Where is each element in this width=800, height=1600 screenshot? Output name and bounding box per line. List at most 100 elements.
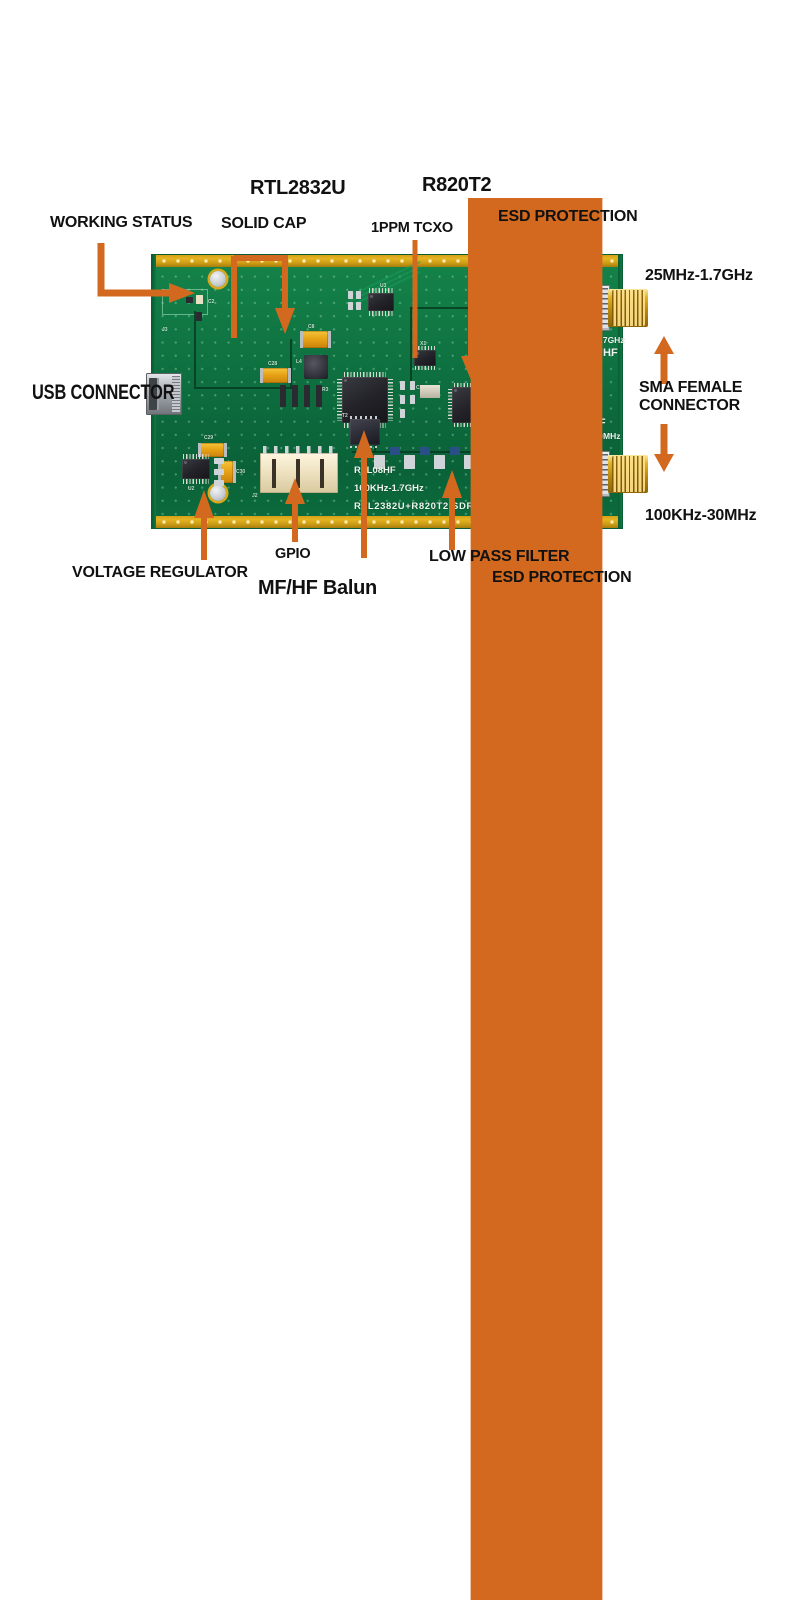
chip-rtl2832u [342,377,388,423]
gpio-slot-3 [320,459,324,488]
vreg-passive-1 [214,458,224,464]
label-vhf-frequency-range: 25MHz-1.7GHz [645,267,753,284]
passive-near-u3-2 [348,302,353,310]
label-gpio: GPIO [275,546,311,562]
passive-right-1 [400,381,405,390]
lpf-inductor-1 [390,447,400,455]
trace-left-vertical [194,311,196,389]
gpio-slot-2 [296,459,300,488]
silk-c29: C29 [204,435,214,441]
crystal-near-r820t2 [420,385,440,398]
vreg-pins-top [183,454,209,459]
sma-vhf-threads [612,290,645,326]
led-resistor [186,297,193,303]
sma-hf-threads [612,456,645,492]
rtl2832u-pins-top [344,372,386,377]
silk-c3: C3 [548,299,555,305]
rtl2832u-pin1-dimple [344,379,347,382]
silk-r-array: R3 [322,387,329,393]
solid-cap-c28 [259,368,291,383]
r820t2-pins-bottom [454,423,486,427]
passive-right-2 [400,395,405,404]
silk-j3: J3 [162,327,168,333]
ic-u3 [368,293,394,311]
r820t2-pin1-dimple [454,389,457,392]
sma-connector-vhf [580,281,670,335]
trace-mid-1 [290,339,292,389]
silk-hf-band: MF/HF [572,417,606,429]
silk-c11: C11 [510,391,519,397]
passive-right-3 [400,409,405,418]
voltage-regulator-ic [182,459,210,479]
power-inductor-l4 [304,355,328,379]
pcb-board: J3 C2 U3 X1 C8 C2 [146,255,648,528]
resistor-array-4 [316,385,322,407]
sma-vhf-barrel [608,289,648,327]
passive-near-u3-4 [356,302,361,310]
sma-vhf-ribs [586,288,608,328]
label-esd-protection-top: ESD PROTECTION [498,208,638,225]
silk-j1: J1 [570,292,576,298]
solid-cap-c8 [299,331,331,348]
label-hf-frequency-range: 100KHz-30MHz [645,507,757,524]
pcb-edge-pads-bottom [152,516,622,528]
silk-u2: U2 [188,486,195,492]
label-solid-cap: SOLID CAP [221,215,307,232]
led-resistor-2 [196,312,202,321]
label-mf-hf-balun: MF/HF Balun [258,577,377,599]
silk-c28: C28 [268,361,278,367]
trace-rf-path [410,307,412,385]
lpf-component-3 [434,455,445,469]
lpf-inductor-4 [480,447,490,455]
silk-l4: L4 [296,359,302,365]
label-r820t2: R820T2 [422,174,492,196]
silk-r40: R40 [510,405,520,411]
mounting-hole-top-right [544,271,560,287]
silk-vhf-range: 25MHz-1.7GHz [566,335,625,345]
gpio-connector [260,446,338,493]
mounting-hole-bottom-right [544,485,560,501]
r820t2-pins-top [454,383,486,387]
label-voltage-regulator: VOLTAGE REGULATOR [72,564,248,581]
gpio-slot-1 [272,459,276,488]
label-rtl2832u: RTL2832U [250,177,346,199]
tcxo-pin1-dimple [416,352,419,355]
label-usb-connector: USB CONNECTOR [32,381,175,404]
r820t2-pins-left [448,389,452,421]
mounting-hole-bottom-left [210,485,226,501]
chip-r820t2 [452,387,488,423]
lpf-component-2 [404,455,415,469]
sma-hf-barrel [608,455,648,493]
silk-c2: C2 [208,299,215,305]
diagram-canvas: J3 C2 U3 X1 C8 C2 [32,174,757,1600]
sma-connector-hf [580,447,670,501]
arrow-sma-up [654,336,674,384]
silk-hf-range: 100KHz-30MHz [560,431,621,441]
silk-t2: T2 [342,413,348,419]
pcb-gold-edge-bottom [152,516,622,528]
silk-c8: C8 [308,324,315,330]
label-tcxo: 1PPM TCXO [371,220,453,236]
vreg-pin1-dimple [184,461,187,464]
passive-right-4 [410,381,415,390]
vreg-passive-2 [214,469,224,475]
passive-near-u3-3 [356,291,361,299]
silk-c30: C30 [236,469,246,475]
solid-cap-c29 [197,443,227,457]
silk-u3: U3 [380,283,387,289]
label-esd-protection-bottom: ESD PROTECTION [492,569,632,586]
lpf-inductor-2 [420,447,430,455]
lpf-inductor-3 [450,447,460,455]
usb-shell-lines [172,376,180,412]
sma-hf-body [584,451,610,497]
passive-tuner-2 [496,403,507,410]
trace-usb-to-chip [196,387,292,389]
label-working-status: WORKING STATUS [50,214,193,231]
tcxo-pins-bottom [415,366,435,370]
vhf-rf-outline [504,299,584,331]
balun-leads-top [350,416,380,419]
balun-leads-bottom [350,445,380,448]
hf-rf-outline [512,445,576,475]
usb-connector-port [146,373,182,415]
resistor-array-3 [304,385,310,407]
